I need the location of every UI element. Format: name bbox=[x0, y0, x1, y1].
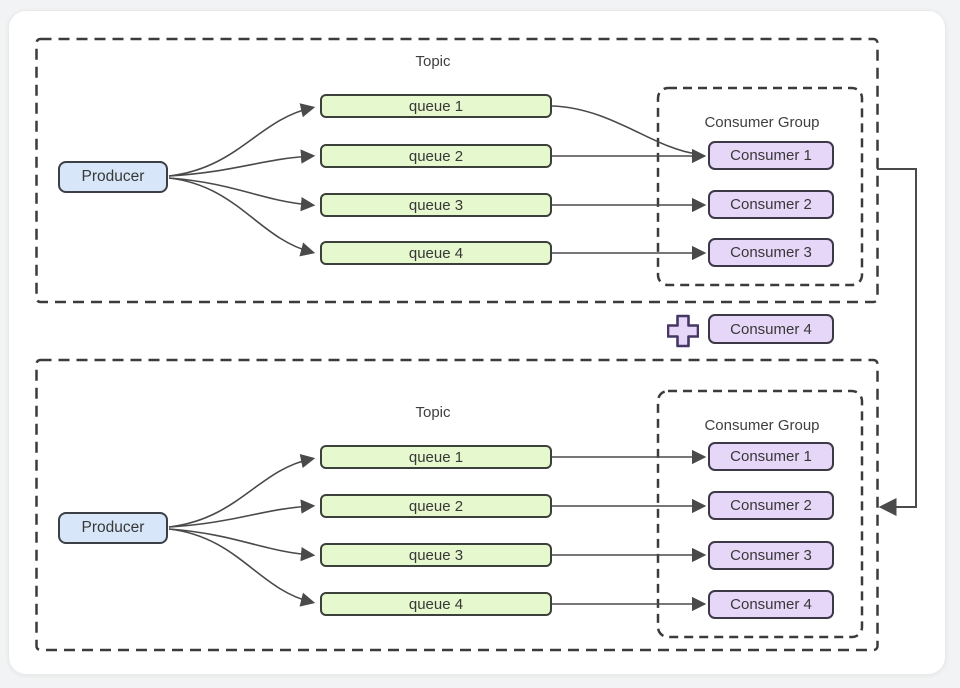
consumer-node-before-3: Consumer 3 bbox=[708, 238, 834, 267]
queue-node-after-1: queue 1 bbox=[320, 445, 552, 469]
queue-node-before-2: queue 2 bbox=[320, 144, 552, 168]
queue-node-before-4: queue 4 bbox=[320, 241, 552, 265]
arrow-rebalance-transition bbox=[877, 168, 917, 516]
queue-node-after-4: queue 4 bbox=[320, 592, 552, 616]
arrow-producer-queue3-after bbox=[168, 528, 316, 562]
consumer-group-label-before: Consumer Group bbox=[704, 114, 820, 131]
consumer-node-after-3: Consumer 3 bbox=[708, 541, 834, 570]
consumer-node-after-4: Consumer 4 bbox=[708, 590, 834, 619]
arrow-queue1-consumer1-before bbox=[551, 105, 698, 155]
producer-node-before: Producer bbox=[58, 161, 168, 193]
arrow-producer-queue1-before bbox=[168, 103, 316, 177]
arrow-producer-queue1-after bbox=[168, 454, 316, 528]
queue-node-after-3: queue 3 bbox=[320, 543, 552, 567]
plus-icon bbox=[666, 314, 700, 348]
arrow-producer-queue4-before bbox=[168, 177, 316, 257]
topic-label-after: Topic bbox=[415, 404, 451, 421]
consumer-node-before-2: Consumer 2 bbox=[708, 190, 834, 219]
arrow-producer-queue3-before bbox=[168, 177, 316, 212]
consumer-group-box-before bbox=[656, 86, 864, 287]
queue-node-after-2: queue 2 bbox=[320, 494, 552, 518]
topic-panel-after bbox=[35, 358, 879, 652]
queue-node-before-3: queue 3 bbox=[320, 193, 552, 217]
producer-node-after: Producer bbox=[58, 512, 168, 544]
arrow-producer-queue4-after bbox=[168, 528, 316, 607]
consumer-node-after-2: Consumer 2 bbox=[708, 491, 834, 520]
consumer-node-after-1: Consumer 1 bbox=[708, 442, 834, 471]
arrow-producer-queue2-before bbox=[168, 149, 316, 177]
queue-node-before-1: queue 1 bbox=[320, 94, 552, 118]
consumer-node-added: Consumer 4 bbox=[708, 314, 834, 344]
arrow-producer-queue2-after bbox=[168, 499, 316, 528]
topic-label-before: Topic bbox=[415, 53, 451, 70]
consumer-group-box-after bbox=[656, 389, 864, 639]
topic-panel-before bbox=[35, 37, 879, 304]
consumer-group-label-after: Consumer Group bbox=[704, 417, 820, 434]
consumer-node-before-1: Consumer 1 bbox=[708, 141, 834, 170]
